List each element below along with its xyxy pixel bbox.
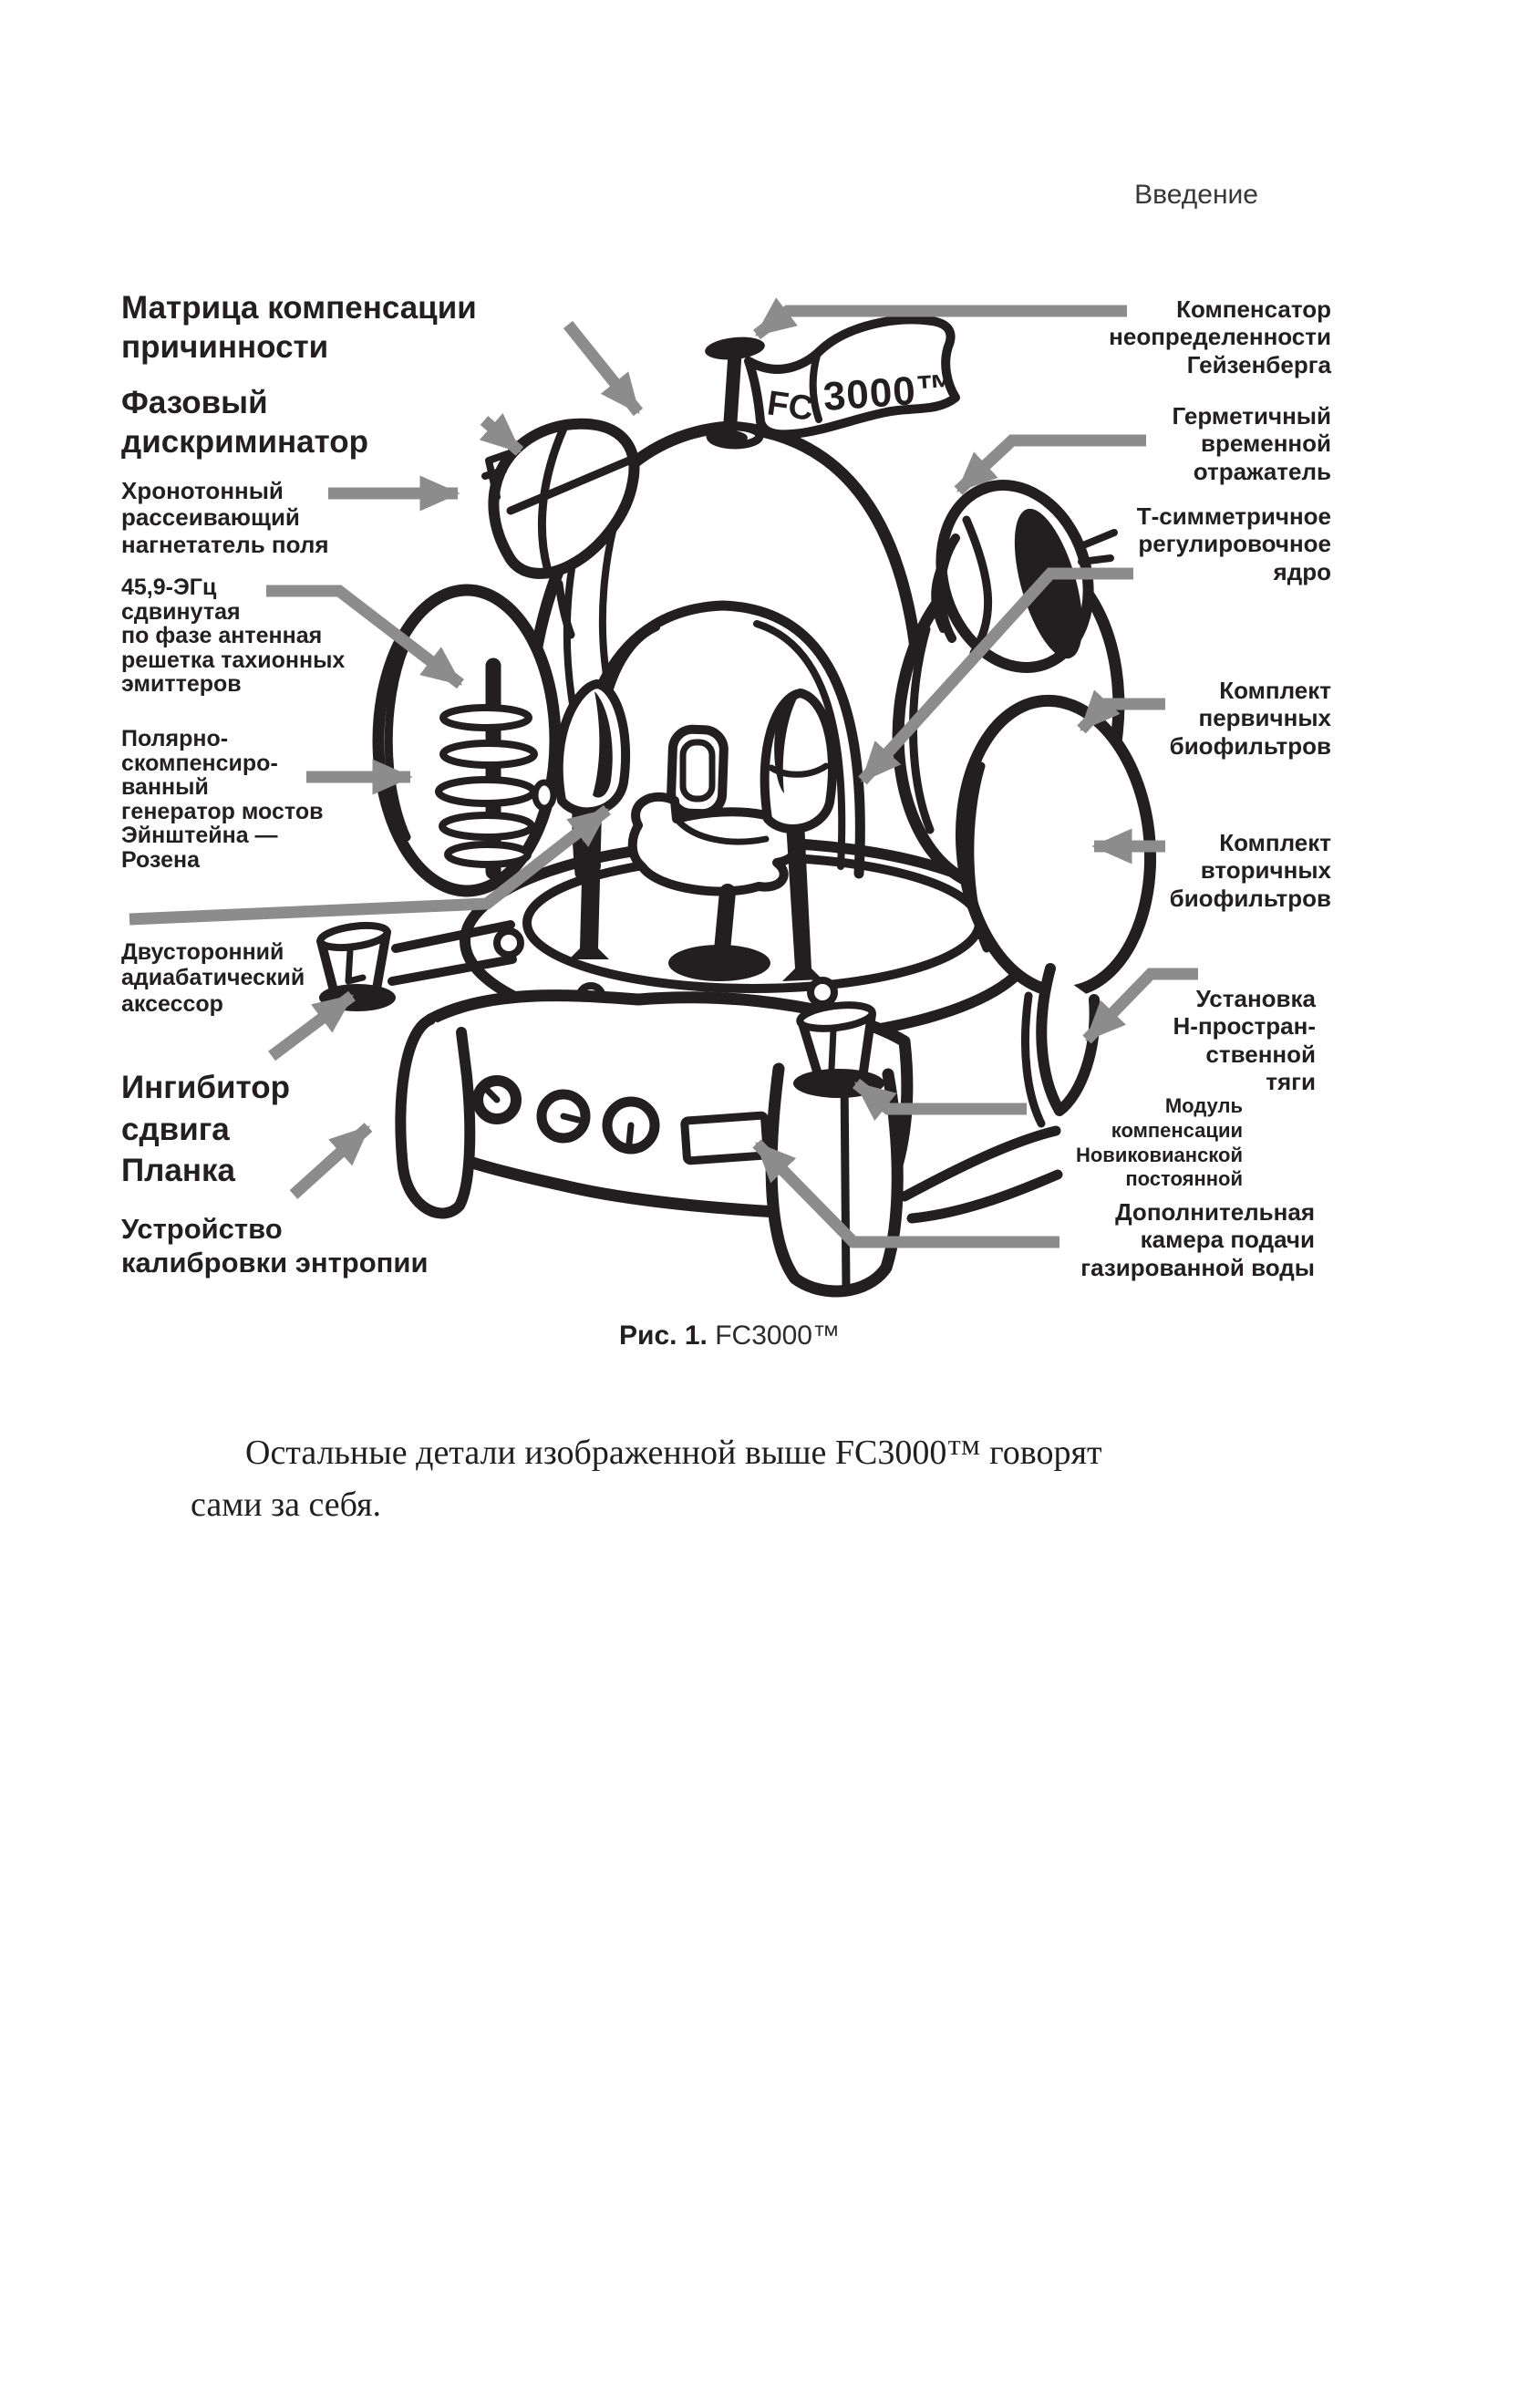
foot [765, 1062, 904, 1298]
label-temporal-reflector: Герметичный временной отражатель [1172, 402, 1331, 485]
cup-accessor-right [793, 1001, 884, 1098]
control-knobs [472, 1075, 660, 1155]
leader-arrow [752, 1139, 1059, 1248]
label-causality-compensation-matrix: Матрица компенсации причинности [121, 290, 477, 366]
thrust-fin [899, 963, 1101, 1224]
label-soda-water-chamber: Дополнительная камера подачи газированно… [1080, 1198, 1315, 1281]
label-h-space-thrust-unit: Установка Н-простран- ственной тяги [1173, 985, 1316, 1096]
label-secondary-biofilters: Комплект вторичных биофильтров [1169, 829, 1331, 912]
cup-accessor-left [316, 920, 517, 1011]
leader-arrow [479, 412, 524, 456]
leader-arrow [1082, 968, 1198, 1044]
label-tachyon-emitter-array: 45,9-ЭГц сдвинутая по фазе антенная реше… [121, 575, 346, 697]
leader-arrow [753, 297, 1127, 340]
leader-arrow [852, 1078, 1027, 1122]
label-adiabatic-accessor: Двусторонний адиабатический аксессор [121, 939, 305, 1017]
left-scoop [481, 418, 640, 579]
figure-caption-number: Рис. 1. [619, 1320, 708, 1351]
leader-arrow [266, 585, 464, 689]
leader-arrow [954, 434, 1146, 495]
leader-arrow [1077, 689, 1165, 734]
figure-caption-title: FC3000™ [715, 1320, 840, 1351]
flag-text-fc: FC [765, 384, 816, 429]
page-header: Введение [1134, 180, 1258, 210]
control-lamp-right [760, 689, 837, 981]
body-paragraph: Остальные детали изображенной выше FC300… [191, 1434, 1102, 1524]
label-planck-shift-inhibitor: Ингибитор сдвига Планка [121, 1070, 290, 1188]
leader-arrow [858, 567, 1133, 785]
label-primary-biofilters: Комплект первичных биофильтров [1169, 677, 1331, 760]
vent-slot [680, 1111, 771, 1165]
label-heisenberg-compensator: Компенсатор неопределенности Гейзенберга [1109, 295, 1331, 378]
figure-caption: Рис. 1. FC3000™ [365, 1320, 1094, 1351]
leader-arrow [268, 990, 356, 1061]
leader-arrow [129, 804, 611, 926]
time-machine-art: FC 3000™ [316, 315, 1157, 1298]
leader-arrows [129, 297, 1198, 1248]
flag-text-model: 3000™ [822, 366, 958, 419]
label-einstein-rosen-generator: Полярно- скомпенсиро- ванный генератор м… [121, 726, 324, 873]
label-t-symmetric-core: Т-симметричное регулировочное ядро [1136, 502, 1331, 585]
leader-arrow [289, 1123, 373, 1199]
label-entropy-calibration-device: Устройство калибровки энтропии [121, 1213, 429, 1279]
control-lamp-left [553, 679, 631, 959]
leader-arrow [563, 320, 644, 417]
flag: FC 3000™ [705, 315, 960, 445]
pilot-seat [627, 724, 803, 981]
label-chronoton-field-blower: Хронотонный рассеивающий нагнетатель пол… [121, 477, 329, 558]
label-novikov-constant-module: Модуль компенсации Новиковианской постоя… [1075, 1094, 1243, 1191]
label-phase-discriminator: Фазовый дискриминатор [121, 385, 369, 461]
